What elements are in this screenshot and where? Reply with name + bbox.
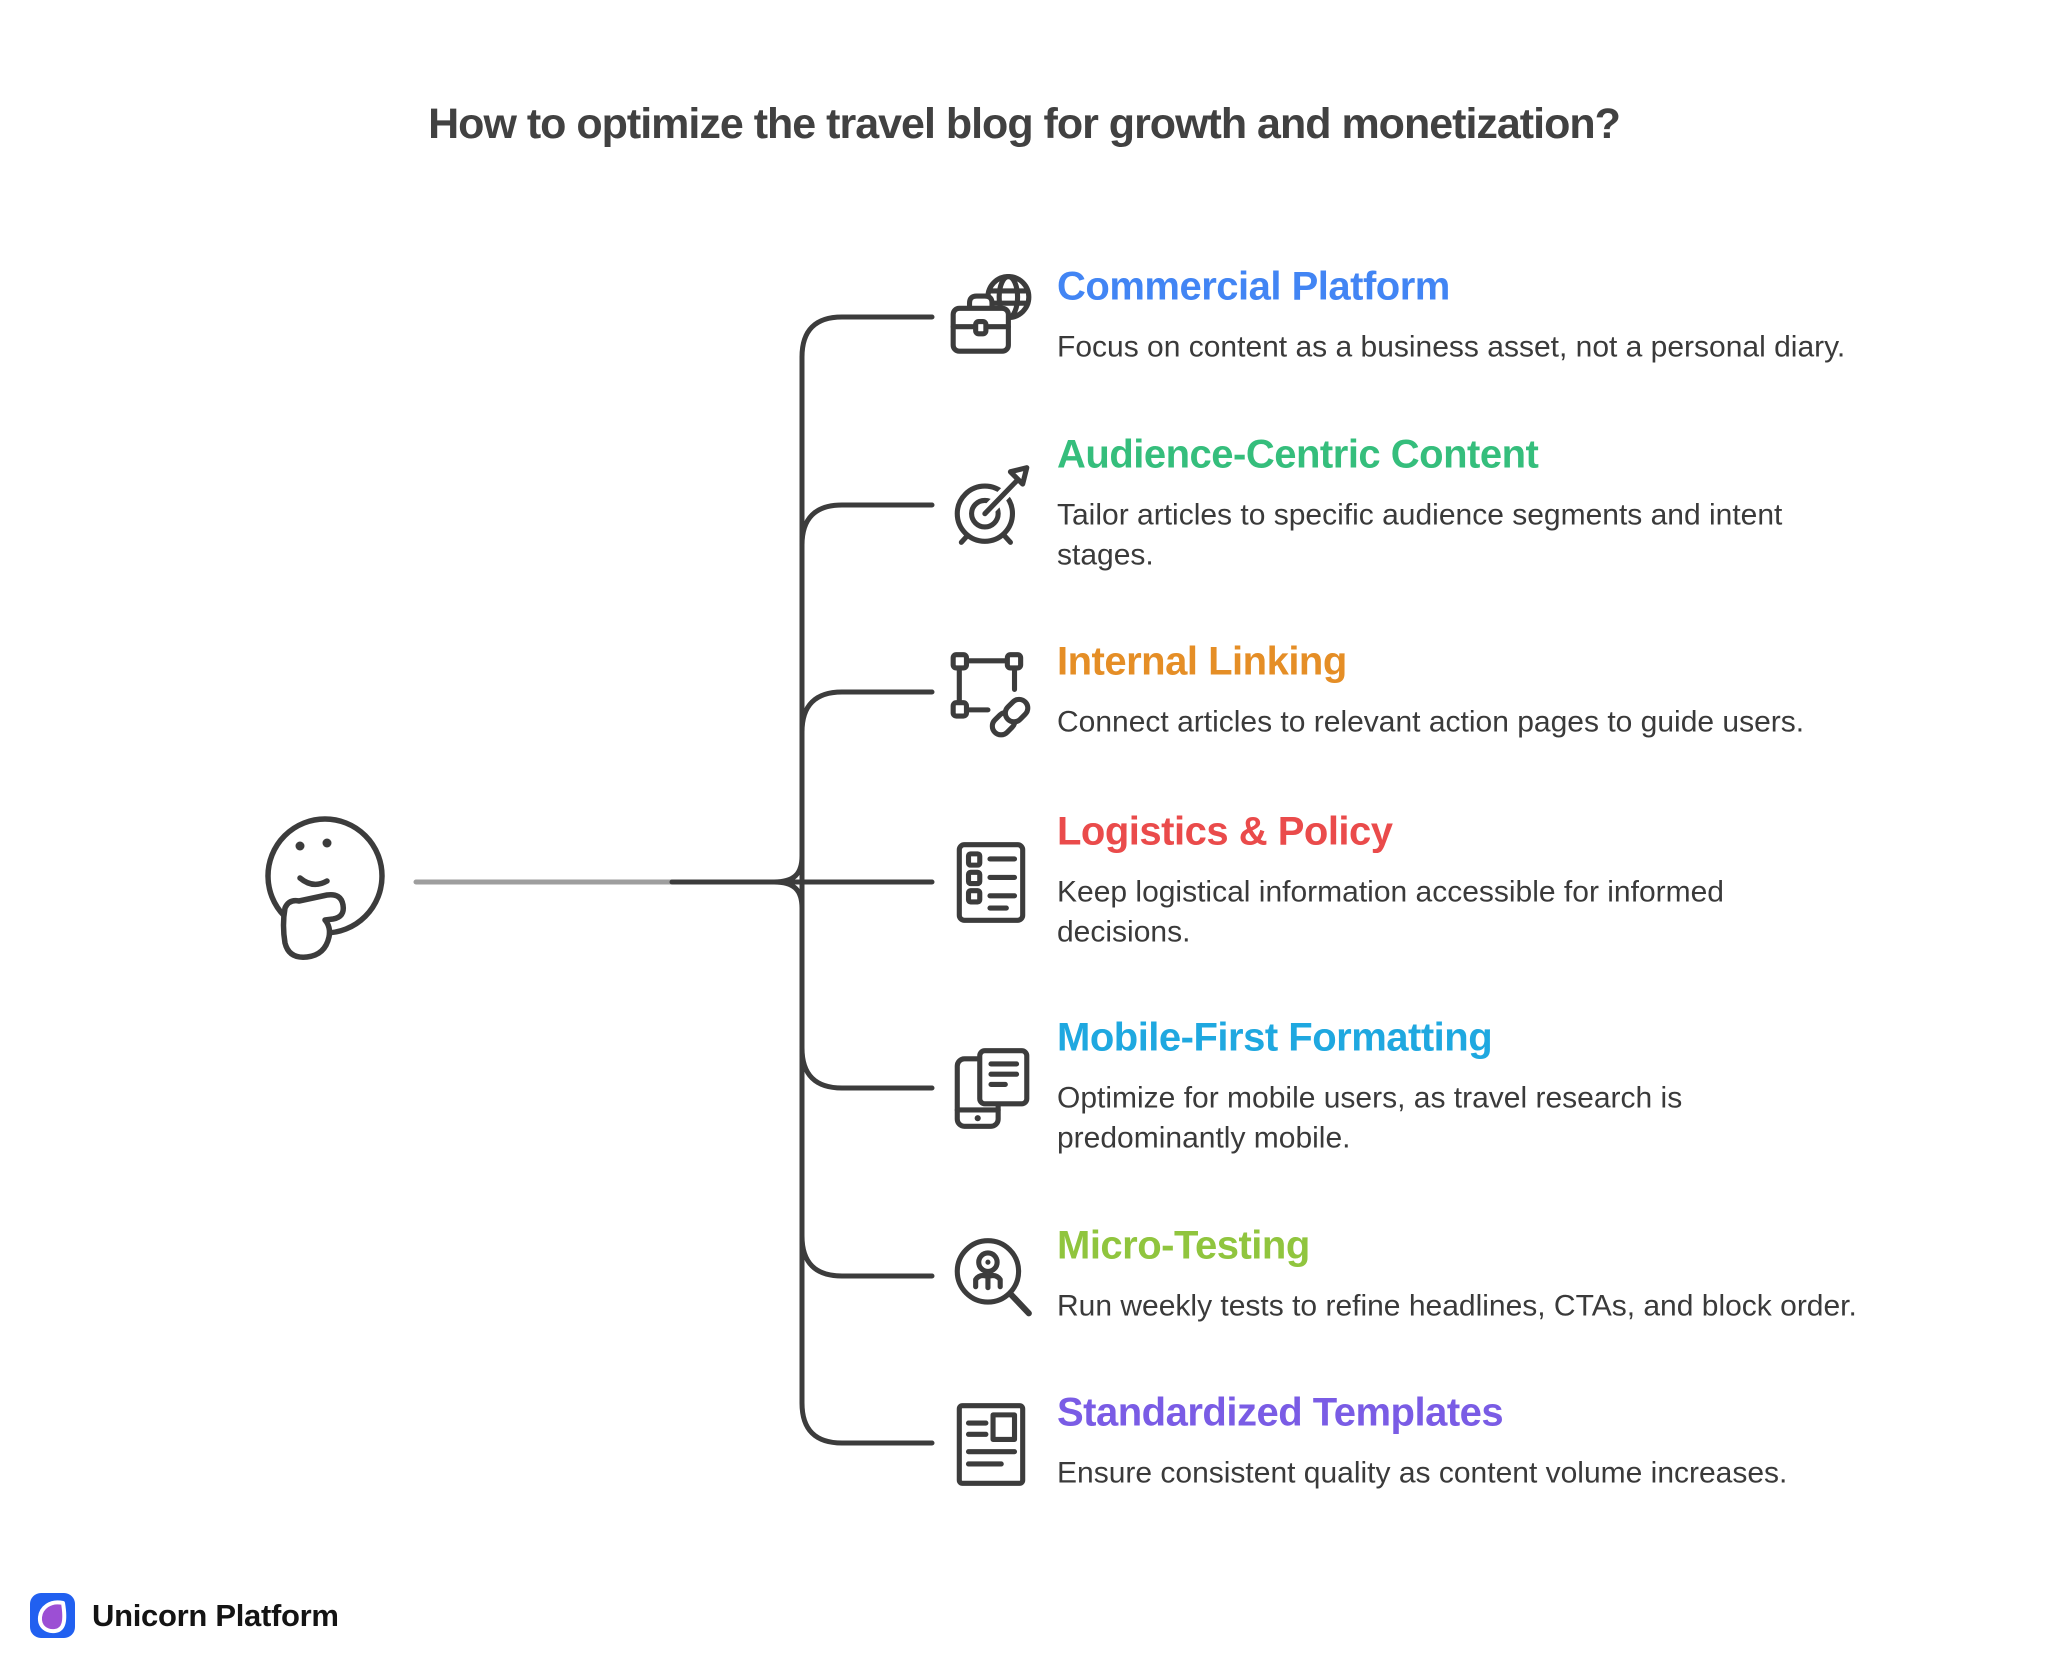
branch-description: Tailor articles to specific audience seg… bbox=[1057, 498, 1783, 572]
branch-description: Optimize for mobile users, as travel res… bbox=[1057, 1081, 1683, 1155]
branch-heading: Micro-Testing bbox=[1057, 1223, 1310, 1268]
branch-heading: Logistics & Policy bbox=[1057, 809, 1393, 854]
branch-item-internal-linking: Internal Linking Connect articles to rel… bbox=[945, 642, 1804, 743]
checklist-document-icon bbox=[945, 836, 1037, 928]
page-title: How to optimize the travel blog for grow… bbox=[428, 100, 1621, 148]
branch-description: Connect articles to relevant action page… bbox=[1057, 705, 1805, 739]
brand-name: Unicorn Platform bbox=[92, 1597, 339, 1633]
branch-description: Focus on content as a business asset, no… bbox=[1057, 330, 1846, 364]
branch-heading: Internal Linking bbox=[1057, 639, 1347, 684]
user-magnifier-icon bbox=[945, 1230, 1037, 1322]
branch-heading: Commercial Platform bbox=[1057, 264, 1450, 309]
branch-item-micro-testing: Micro-Testing Run weekly tests to refine… bbox=[945, 1226, 1857, 1327]
branch-heading: Mobile-First Formatting bbox=[1057, 1015, 1493, 1060]
branch-item-logistics-policy: Logistics & Policy Keep logistical infor… bbox=[945, 812, 1724, 953]
branch-item-standardized-templates: Standardized Templates Ensure consistent… bbox=[945, 1393, 1787, 1494]
branch-description: Keep logistical information accessible f… bbox=[1057, 875, 1724, 949]
mobile-document-icon bbox=[945, 1042, 1037, 1134]
thinking-face-icon bbox=[255, 805, 415, 965]
target-arrow-icon bbox=[945, 459, 1037, 551]
branch-item-audience-centric-content: Audience-Centric Content Tailor articles… bbox=[945, 435, 1782, 576]
briefcase-globe-icon bbox=[945, 271, 1037, 363]
branch-item-commercial-platform: Commercial Platform Focus on content as … bbox=[945, 267, 1845, 368]
branch-description: Run weekly tests to refine headlines, CT… bbox=[1057, 1289, 1857, 1323]
branch-item-mobile-first-formatting: Mobile-First Formatting Optimize for mob… bbox=[945, 1018, 1682, 1159]
selection-link-icon bbox=[945, 646, 1037, 738]
branch-heading: Audience-Centric Content bbox=[1057, 432, 1539, 477]
branch-description: Ensure consistent quality as content vol… bbox=[1057, 1456, 1788, 1490]
brand-footer: Unicorn Platform bbox=[30, 1593, 339, 1638]
unicorn-platform-logo-icon bbox=[30, 1593, 75, 1638]
template-document-icon bbox=[945, 1397, 1037, 1489]
branch-heading: Standardized Templates bbox=[1057, 1390, 1504, 1435]
